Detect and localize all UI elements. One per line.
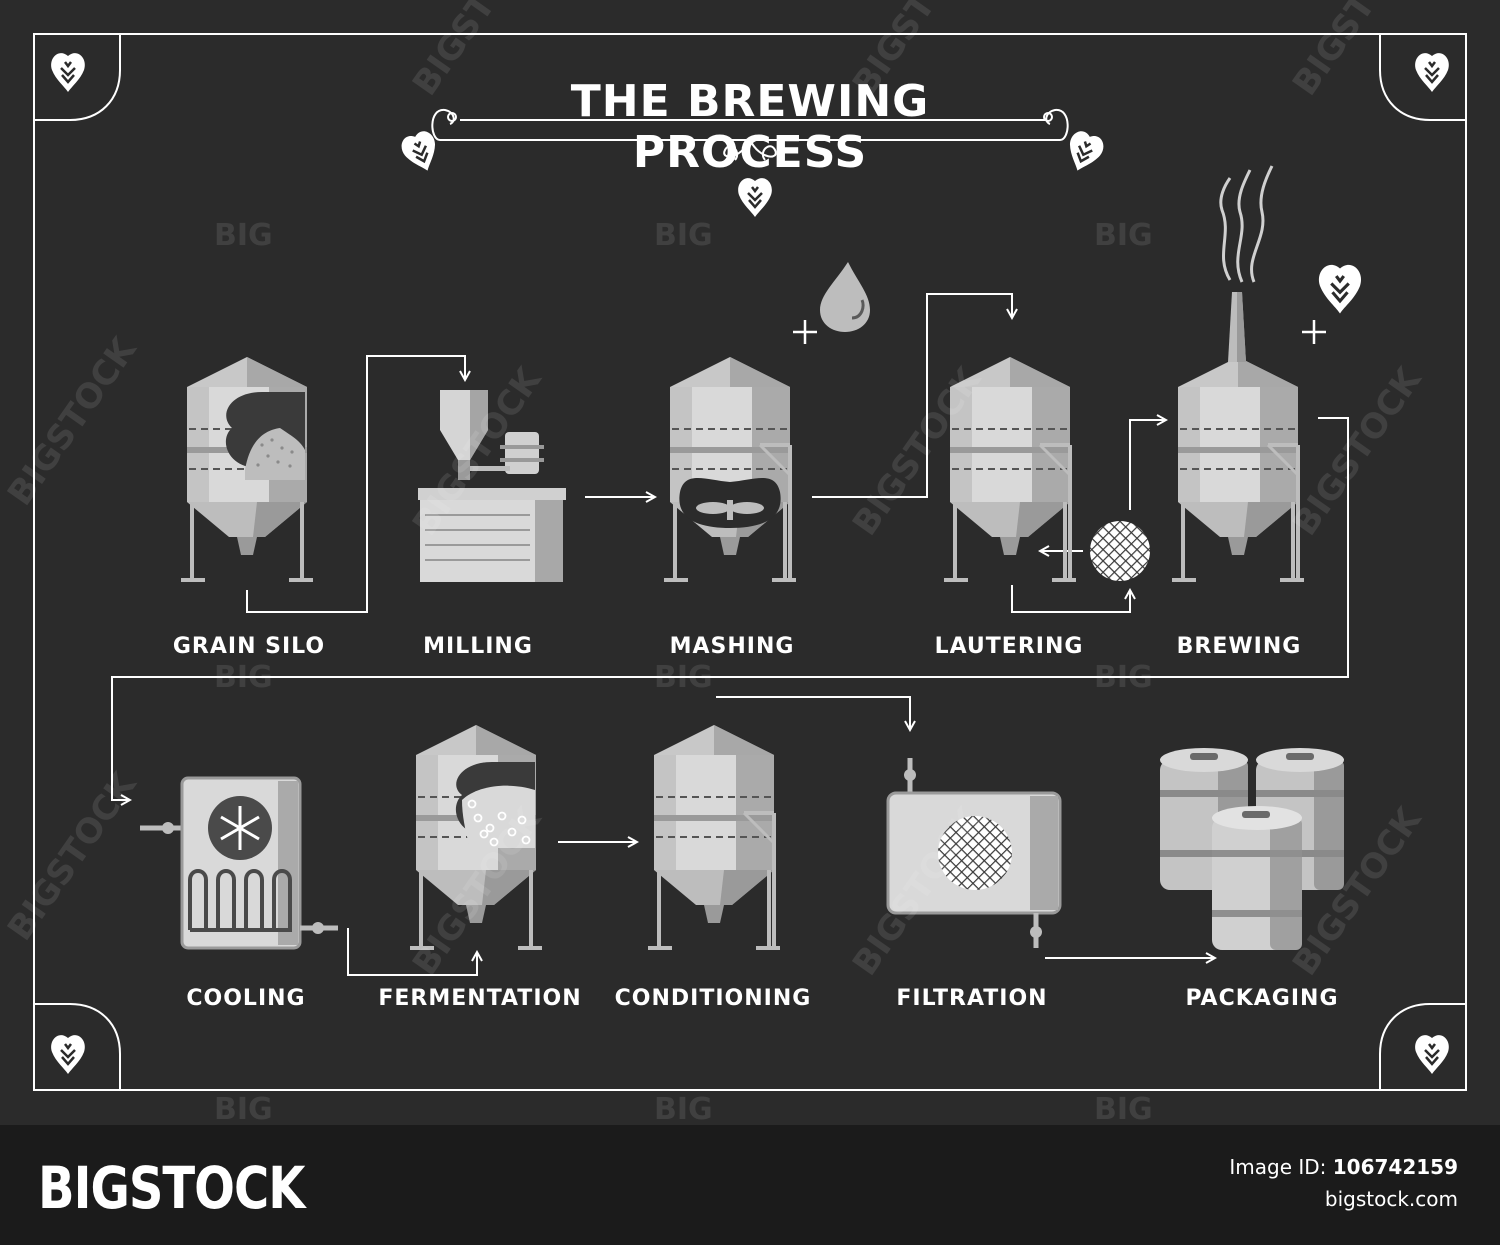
step-label-mashing: MASHING bbox=[669, 634, 795, 659]
watermark-text: BIG bbox=[214, 660, 273, 695]
brand-logo: BIGSTOCK bbox=[38, 1155, 305, 1223]
arrow-icon bbox=[111, 417, 1349, 800]
hop-icon bbox=[1317, 263, 1363, 316]
watermark-text: BIG bbox=[654, 218, 713, 253]
snowflake-icon bbox=[220, 806, 260, 850]
watermark-text: BIG bbox=[1094, 660, 1153, 695]
footer-bar: BIGSTOCK Image ID: 106742159 bigstock.co… bbox=[0, 1125, 1500, 1245]
site-link[interactable]: bigstock.com bbox=[1324, 1187, 1458, 1211]
title-hop-icon bbox=[736, 176, 774, 219]
step-label-fermentation: FERMENTATION bbox=[378, 986, 582, 1011]
brewing-diagram bbox=[33, 33, 1467, 1091]
title-hop-icon bbox=[397, 127, 445, 178]
step-label-packaging: PACKAGING bbox=[1185, 986, 1339, 1011]
image-id: Image ID: 106742159 bbox=[1229, 1155, 1458, 1179]
page-title: THE BREWING PROCESS bbox=[570, 76, 930, 178]
brewing-kettle bbox=[1171, 292, 1305, 583]
plus-icon bbox=[793, 320, 817, 344]
corner-hop-icon bbox=[49, 1033, 87, 1076]
step-label-brewing: BREWING bbox=[1176, 634, 1302, 659]
watermark-text: BIG bbox=[654, 660, 713, 695]
watermark-text: BIG bbox=[1094, 1092, 1153, 1127]
cooling-unit bbox=[140, 776, 338, 950]
watermark-text: BIG bbox=[214, 218, 273, 253]
milling-machine bbox=[418, 390, 566, 582]
arrow-icon bbox=[246, 355, 465, 613]
image-id-label: Image ID: bbox=[1229, 1155, 1327, 1179]
watermark-text: BIG bbox=[214, 1092, 273, 1127]
corner-hop-icon bbox=[1413, 1033, 1451, 1076]
watermark-text: BIG bbox=[654, 1092, 713, 1127]
corner-hop-icon bbox=[49, 51, 87, 94]
arrow-icon bbox=[716, 696, 910, 730]
step-label-cooling: COOLING bbox=[186, 986, 306, 1011]
outer-frame bbox=[33, 33, 1467, 1091]
arrow-icon bbox=[1011, 585, 1130, 613]
mashing-tank bbox=[663, 356, 797, 583]
conditioning-tank bbox=[647, 724, 781, 951]
filter-mesh-icon bbox=[1090, 521, 1150, 581]
filtration-unit bbox=[886, 758, 1062, 948]
lautering-tank bbox=[943, 356, 1077, 583]
arrow-icon bbox=[1129, 420, 1166, 510]
step-label-filtration: FILTRATION bbox=[896, 986, 1048, 1011]
step-label-conditioning: CONDITIONING bbox=[614, 986, 812, 1011]
corner-hop-icon bbox=[1413, 51, 1451, 94]
fermentation-tank bbox=[409, 724, 543, 951]
steam-icon bbox=[1219, 165, 1274, 283]
water-drop-icon bbox=[820, 262, 870, 332]
packaging-kegs bbox=[1160, 748, 1344, 950]
infographic-board: BIG BIG BIG BIG BIG BIG BIG BIG BIG BIGS… bbox=[0, 0, 1467, 1127]
step-label-milling: MILLING bbox=[423, 634, 533, 659]
arrow-icon bbox=[347, 928, 477, 976]
image-id-value: 106742159 bbox=[1332, 1155, 1458, 1179]
step-label-grain-silo: GRAIN SILO bbox=[172, 634, 326, 659]
arrow-icon bbox=[812, 293, 1012, 498]
watermark-text: BIG bbox=[1094, 218, 1153, 253]
step-label-lautering: LAUTERING bbox=[934, 634, 1084, 659]
grain-silo-tank bbox=[180, 356, 314, 583]
plus-icon bbox=[1302, 320, 1326, 344]
title-hop-icon bbox=[1060, 127, 1108, 178]
